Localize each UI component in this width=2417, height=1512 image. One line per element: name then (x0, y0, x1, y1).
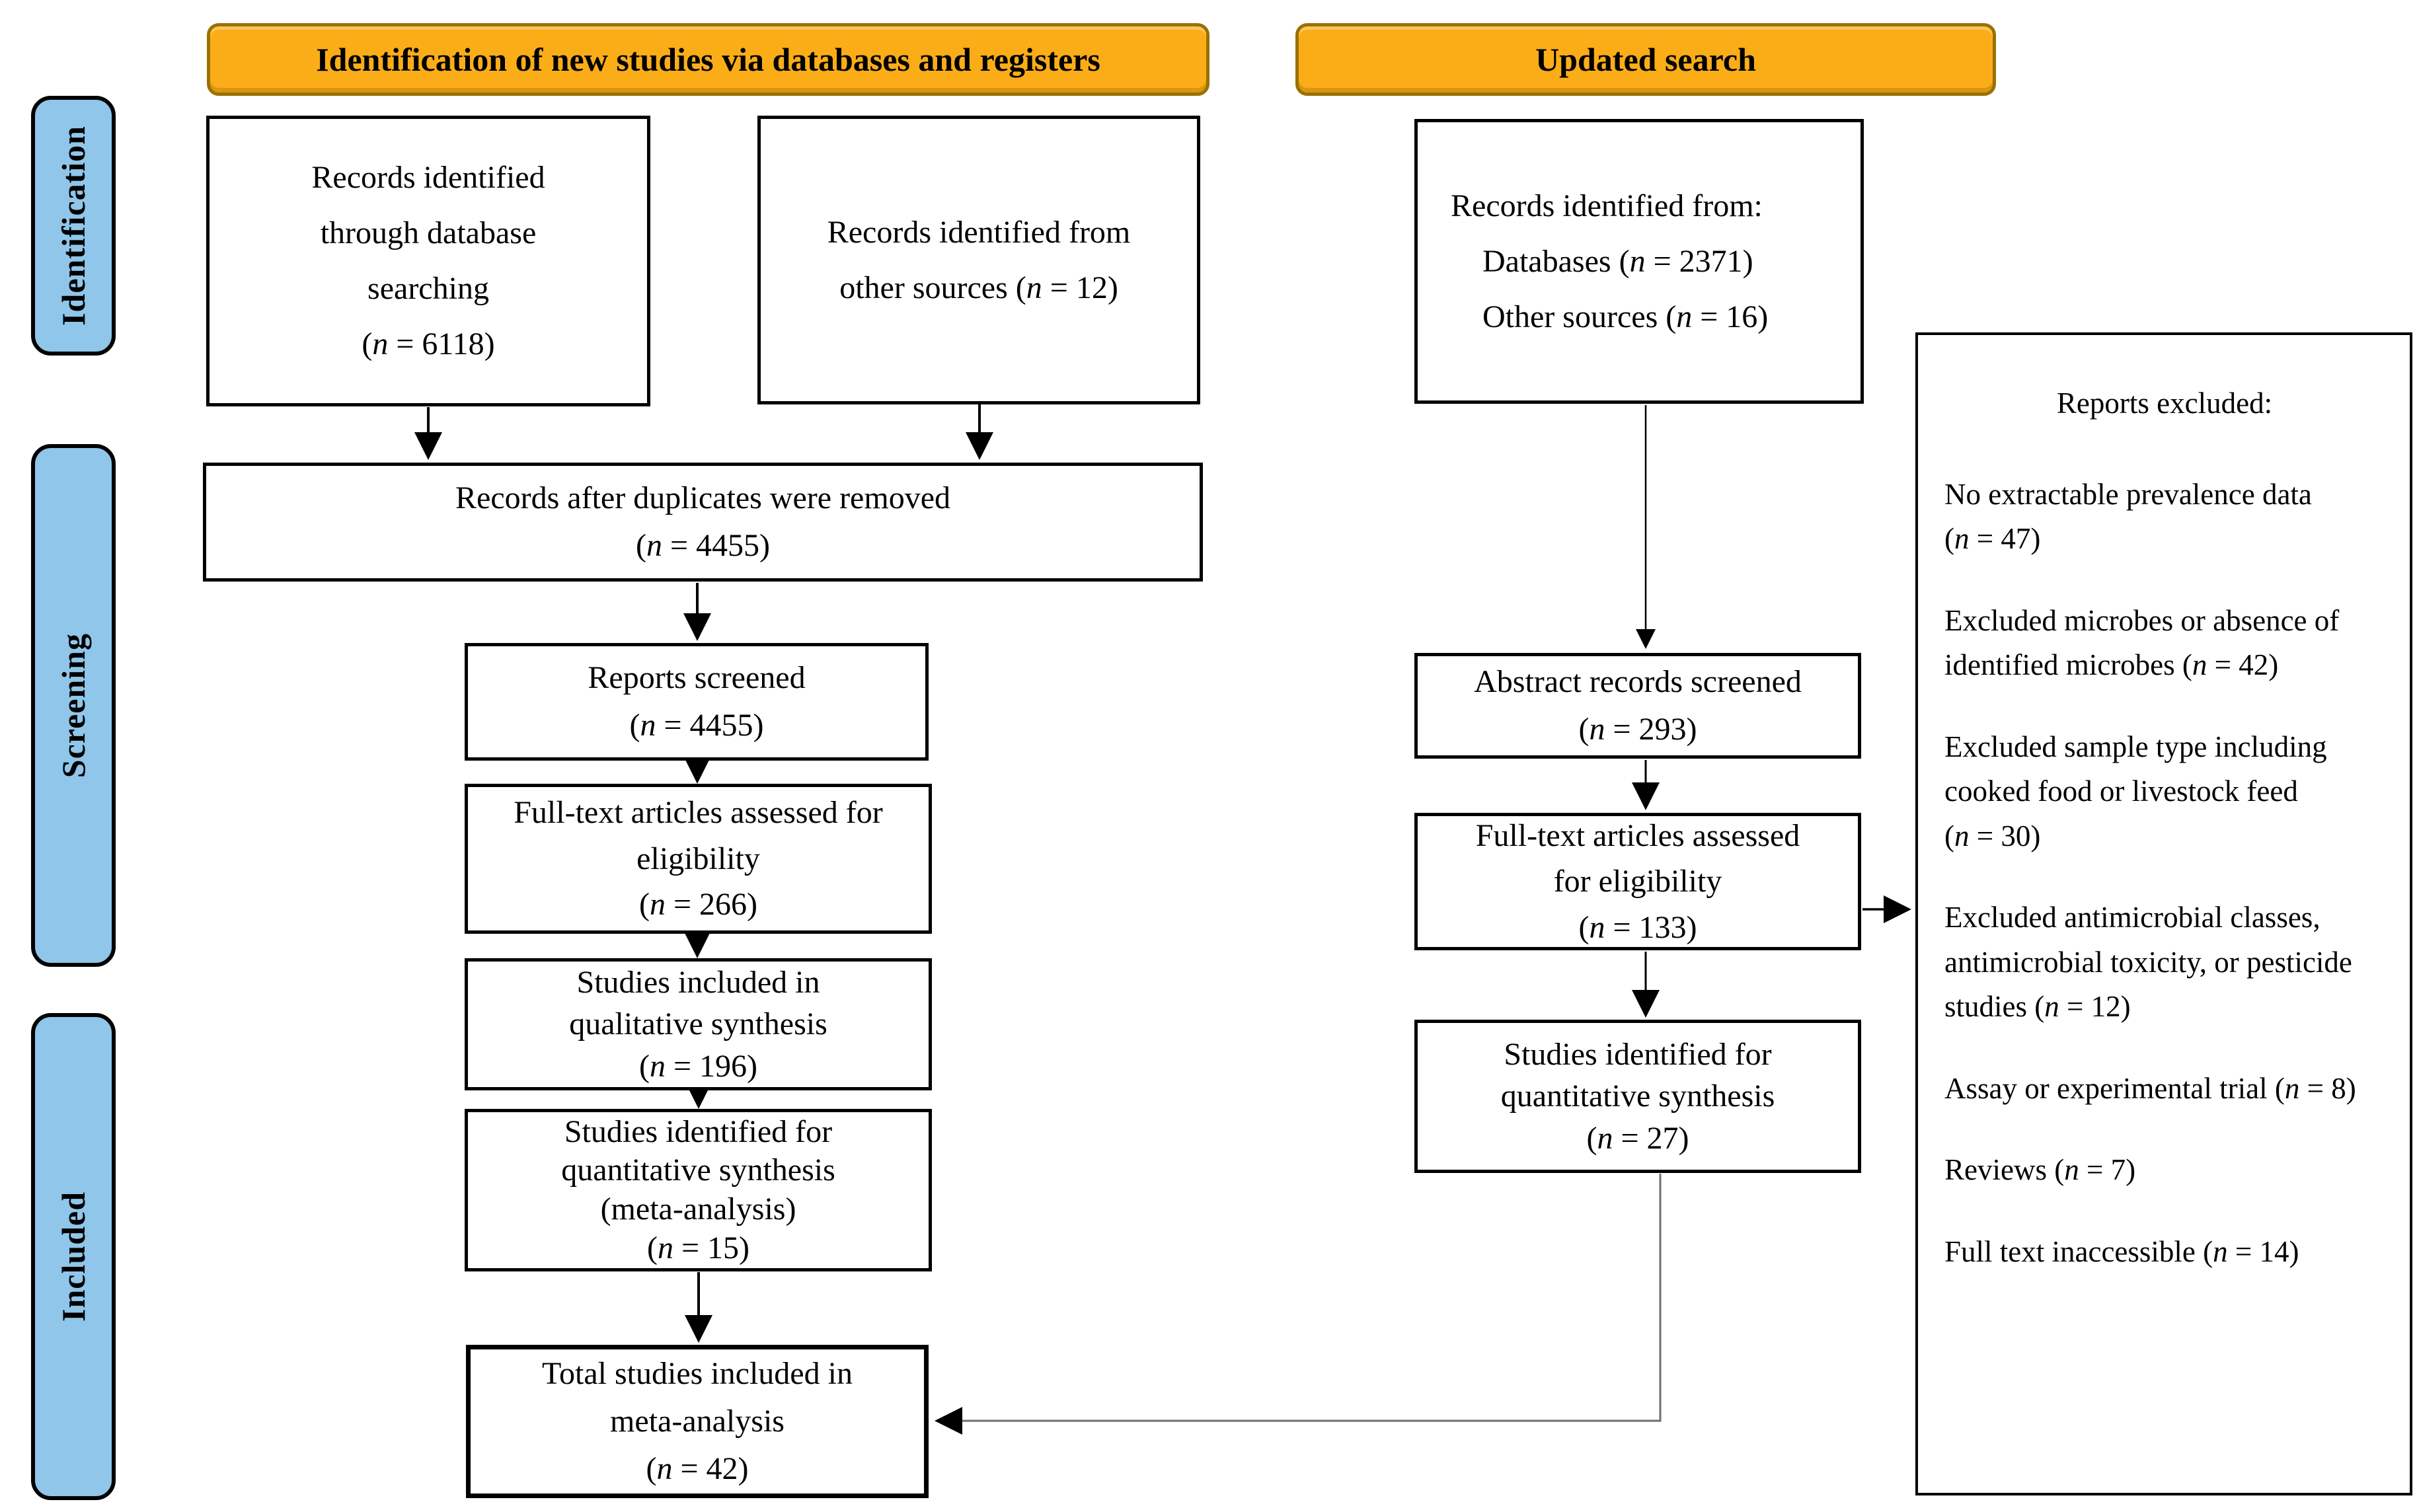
box-count: (n = 12) (1015, 270, 1118, 305)
box-count: (n = 293) (1578, 712, 1697, 747)
panel-reports-excluded: Reports excluded: No extractable prevale… (1915, 332, 2412, 1495)
box-label: Records identified from other sources (n… (827, 214, 1131, 305)
banner-new-studies: Identification of new studies via databa… (207, 23, 1209, 96)
box-records-other-sources: Records identified from other sources (n… (757, 116, 1200, 404)
box-label: Full-text articles assessed for eligibil… (1475, 817, 1800, 899)
sidebar-stage-screening: Screening (31, 444, 116, 967)
sidebar-included-label: Included (55, 1191, 92, 1322)
box-reports-screened: Reports screened (n = 4455) (465, 643, 929, 761)
banner-updated-search: Updated search (1295, 23, 1996, 96)
box-count: (n = 133) (1578, 909, 1697, 945)
box-label: Total studies included in meta-analysis (542, 1356, 853, 1439)
excluded-count: (n = 7) (2054, 1153, 2136, 1186)
box-abstract-records-screened: Abstract records screened (n = 293) (1414, 653, 1861, 759)
box-count: (n = 2371) (1619, 243, 1753, 279)
box-fulltext-eligibility: Full-text articles assessed for eligibil… (465, 784, 932, 934)
excluded-count: (n = 42) (2182, 648, 2279, 681)
box-total-meta-analysis: Total studies included in meta-analysis … (466, 1345, 929, 1498)
box-count: (n = 4455) (629, 708, 764, 743)
excluded-count: (n = 14) (2203, 1234, 2299, 1268)
box-label: Records identified from: (1451, 188, 1763, 223)
box-count: (n = 6118) (362, 326, 495, 361)
box-fulltext-eligibility-updated: Full-text articles assessed for eligibil… (1414, 813, 1861, 950)
box-quantitative-updated: Studies identified for quantitative synt… (1414, 1020, 1861, 1173)
box-line-other-sources: Other sources (n = 16) (1482, 299, 1769, 334)
box-label: Abstract records screened (1474, 664, 1802, 699)
excluded-item: Full text inaccessible (n = 14) (1944, 1234, 2299, 1268)
box-records-database-search: Records identified through database sear… (206, 116, 650, 406)
excluded-item: Reviews (n = 7) (1944, 1153, 2136, 1186)
box-count: (n = 196) (638, 1048, 758, 1084)
excluded-item: Excluded microbes or absence of identifi… (1944, 603, 2340, 682)
box-label: Full-text articles assessed for eligibil… (514, 795, 883, 876)
arrow-quantitative-updated-to-total (935, 1174, 1662, 1435)
box-label: Reports screened (588, 660, 806, 695)
box-updated-records-identified: Records identified from: Databases (n = … (1414, 119, 1864, 404)
excluded-item: Excluded sample type including cooked fo… (1944, 730, 2327, 852)
banner-new-studies-label: Identification of new studies via databa… (316, 41, 1100, 78)
box-qualitative-synthesis: Studies included in qualitative synthesi… (465, 958, 932, 1090)
box-label: Studies identified for quantitative synt… (1500, 1036, 1775, 1114)
box-quantitative-meta-analysis: Studies identified for quantitative synt… (465, 1109, 932, 1271)
box-count: (n = 27) (1586, 1120, 1689, 1156)
excluded-count: (n = 8) (2274, 1071, 2356, 1105)
box-label: Studies included in qualitative synthesi… (569, 964, 827, 1042)
box-count: (n = 266) (638, 887, 758, 923)
box-duplicates-removed: Records after duplicates were removed (n… (203, 463, 1203, 582)
excluded-item: Excluded antimicrobial classes, antimicr… (1944, 901, 2352, 1023)
sidebar-stage-included: Included (31, 1013, 116, 1500)
box-count: (n = 4455) (635, 528, 771, 563)
box-label: Records after duplicates were removed (455, 480, 950, 515)
sidebar-screening-label: Screening (55, 632, 92, 778)
excluded-title: Reports excluded: (2056, 387, 2273, 420)
box-line-databases: Databases (n = 2371) (1482, 243, 1753, 279)
box-label: Records identified through database sear… (311, 160, 545, 306)
excluded-item: No extractable prevalence data (n = 47) (1944, 477, 2312, 556)
box-count: (n = 16) (1666, 299, 1769, 334)
excluded-count: (n = 47) (1944, 522, 2041, 555)
excluded-item: Assay or experimental trial (n = 8) (1944, 1071, 2356, 1105)
sidebar-stage-identification: Identification (31, 96, 116, 356)
sidebar-identification-label: Identification (55, 126, 92, 326)
excluded-count: (n = 12) (2034, 990, 2131, 1023)
box-count: (n = 42) (646, 1451, 749, 1486)
banner-updated-search-label: Updated search (1535, 41, 1756, 78)
excluded-count: (n = 30) (1944, 819, 2041, 852)
box-count: (n = 15) (646, 1230, 750, 1266)
box-label: Studies identified for quantitative synt… (561, 1114, 835, 1227)
